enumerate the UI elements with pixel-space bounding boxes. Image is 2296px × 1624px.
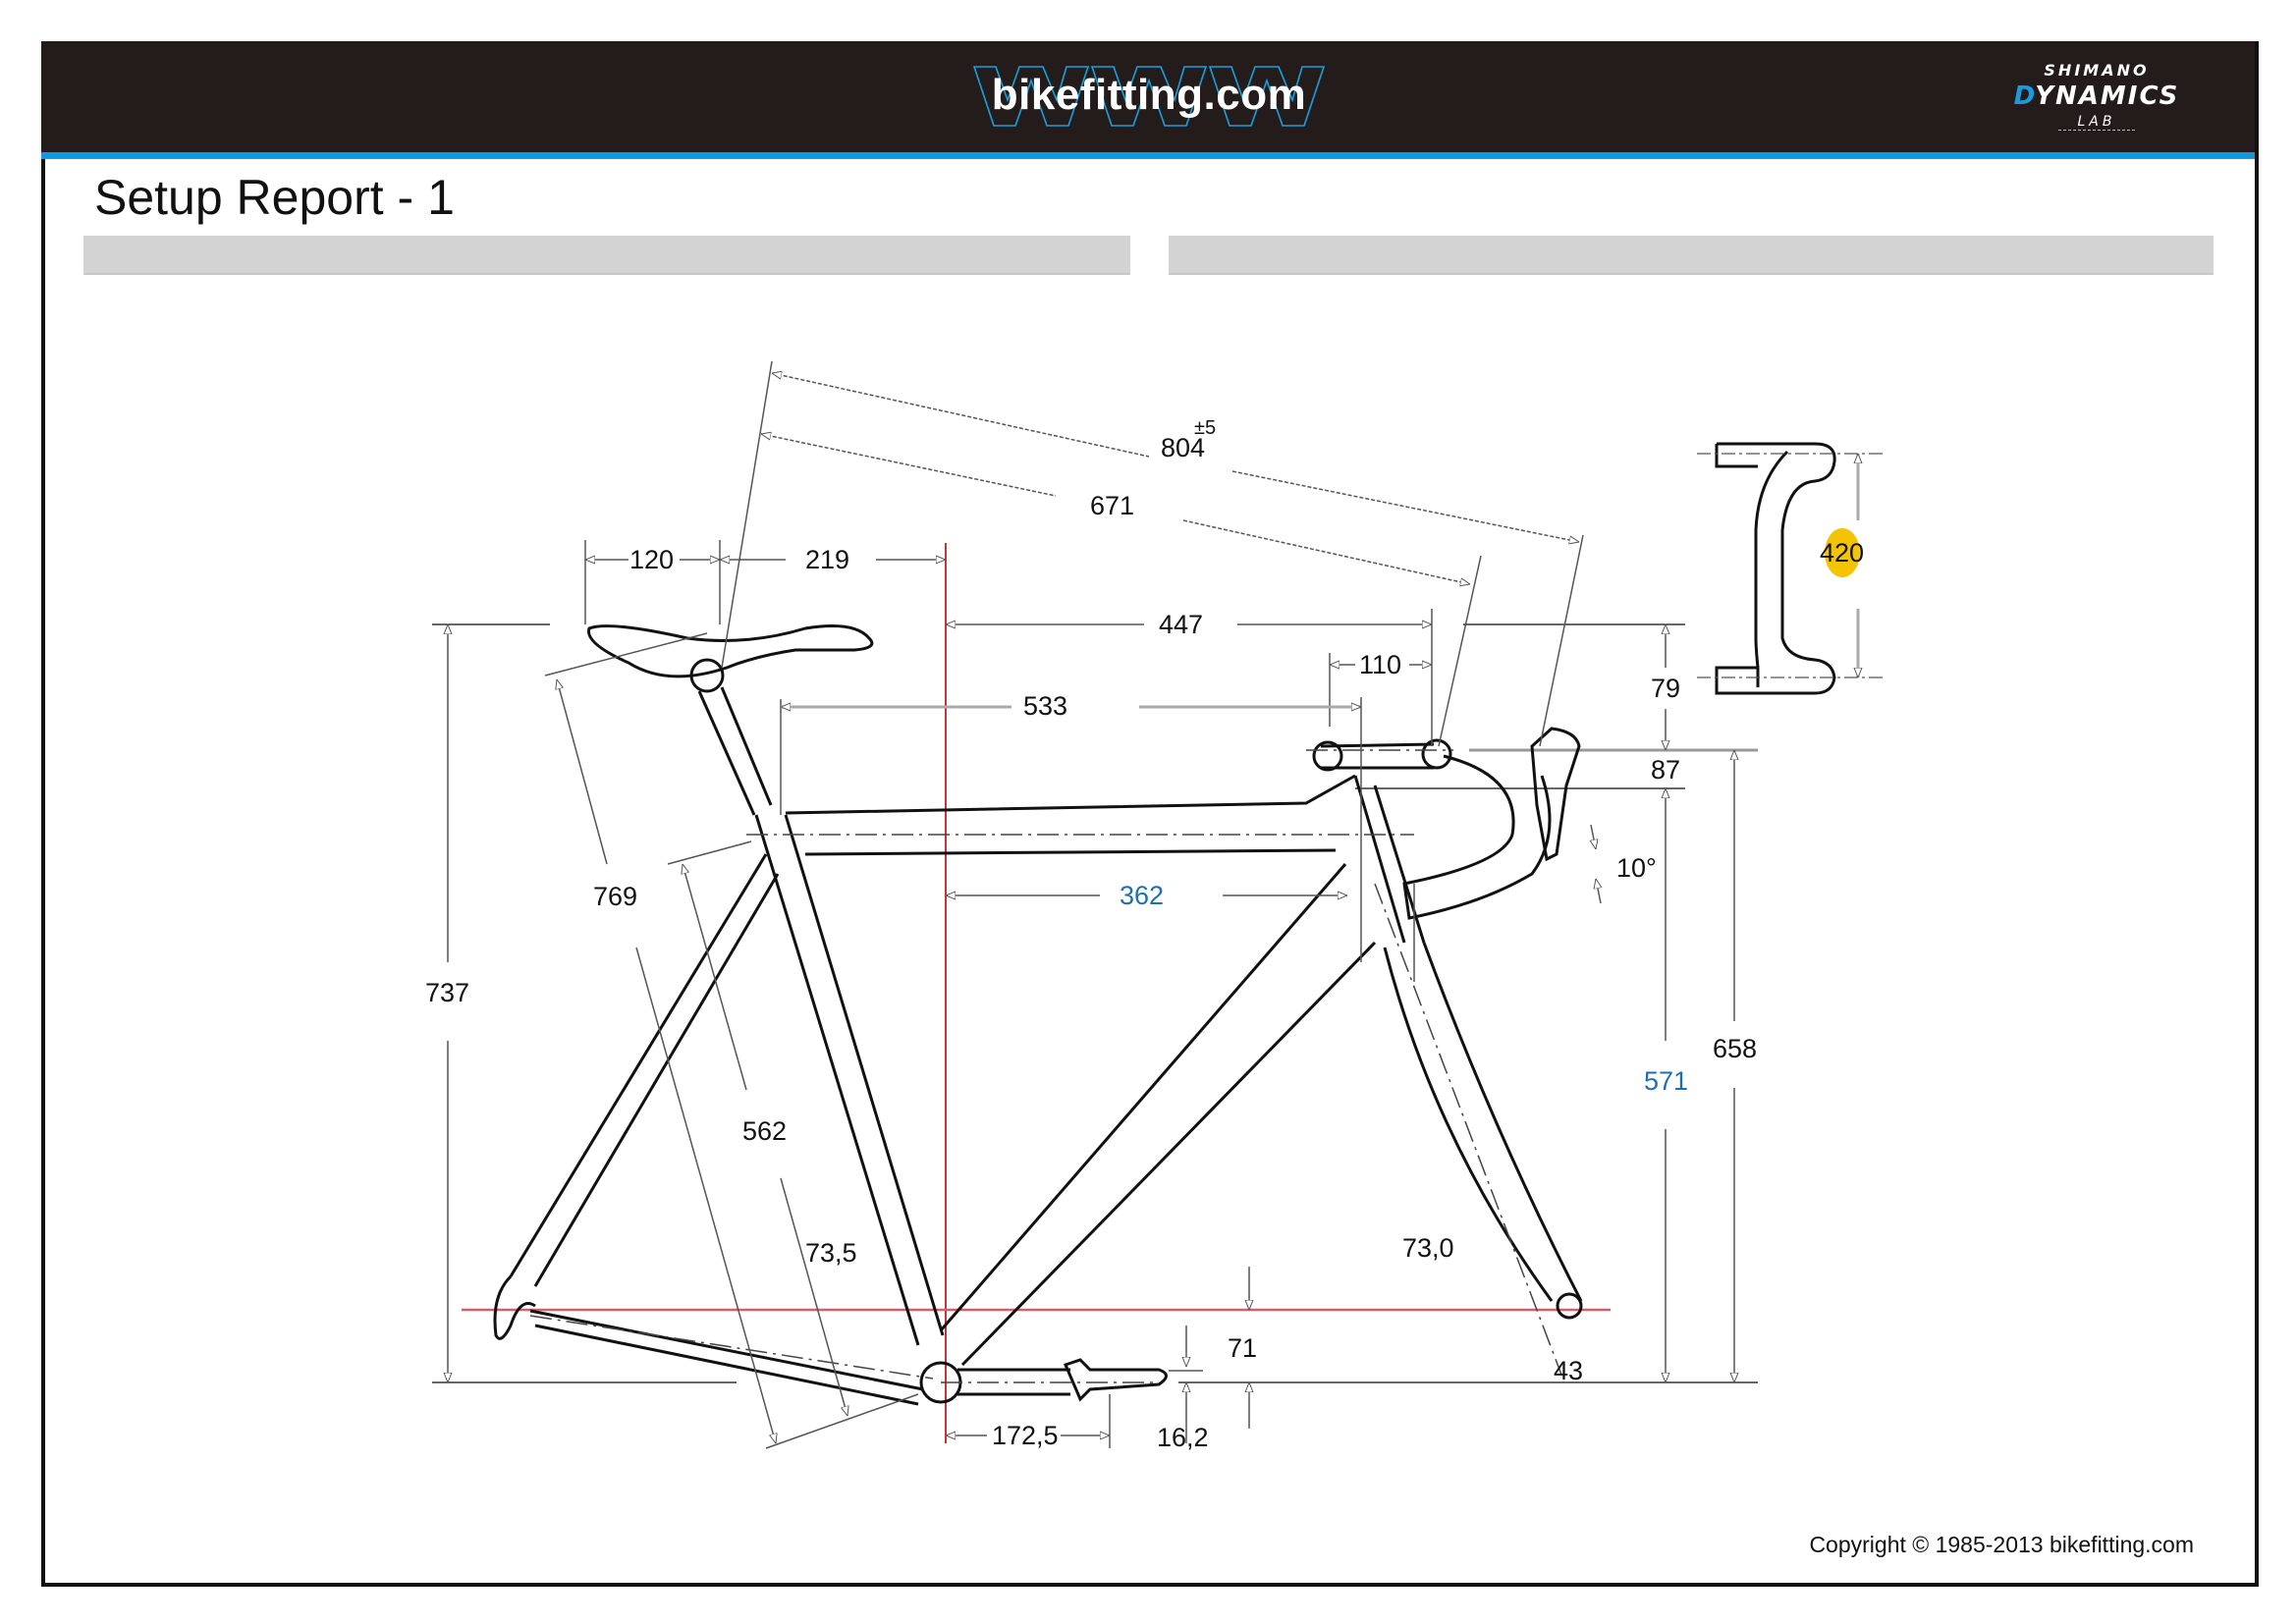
handlebar-drop <box>1402 754 1552 920</box>
dim-10-degrees: 10° <box>1616 853 1657 883</box>
dimension-labels: 804 ±5 671 120 219 447 110 533 79 87 10°… <box>425 417 1864 1452</box>
top-tube-lower <box>804 848 1337 856</box>
dimension-lines <box>448 360 1734 1449</box>
seat-stay <box>509 853 780 1287</box>
bar-clamp <box>1421 738 1452 770</box>
section-header-left <box>83 236 1130 275</box>
seatpost <box>697 686 773 816</box>
page-title: Setup Report - 1 <box>94 170 455 225</box>
copyright-text: Copyright © 1985-2013 bikefitting.com <box>1809 1532 2194 1557</box>
dim-362: 362 <box>1120 881 1164 910</box>
stem-faceplate <box>1312 740 1343 772</box>
dim-562: 562 <box>742 1116 787 1146</box>
logo-line-1: SHIMANO <box>2044 61 2150 80</box>
dim-420: 420 <box>1820 538 1864 568</box>
dim-769: 769 <box>593 882 637 911</box>
dim-172-5: 172,5 <box>992 1421 1059 1450</box>
dim-804: 804 <box>1161 433 1205 462</box>
dim-571: 571 <box>1644 1066 1688 1096</box>
rear-dropout <box>493 1274 536 1340</box>
handlebar-top-view <box>1715 442 1836 695</box>
dim-533: 533 <box>1023 691 1067 721</box>
highlight-marker <box>1825 528 1860 577</box>
www-outline-icon <box>972 66 1326 127</box>
dim-43: 43 <box>1554 1356 1583 1385</box>
front-dropout <box>1556 1292 1583 1320</box>
fork <box>1383 942 1583 1302</box>
down-tube <box>939 863 1377 1367</box>
dim-804-tolerance: ±5 <box>1194 417 1216 439</box>
top-tube <box>785 774 1356 815</box>
bikefitting-logo: bikefitting.com <box>972 61 1326 130</box>
dim-658: 658 <box>1713 1034 1757 1063</box>
dim-79: 79 <box>1651 674 1680 703</box>
dim-73-5: 73,5 <box>805 1238 857 1268</box>
reference-lines <box>432 543 1758 1443</box>
dim-110: 110 <box>1359 650 1401 679</box>
dim-737: 737 <box>425 978 469 1007</box>
logo-line-3: LAB <box>2057 114 2136 131</box>
dim-671: 671 <box>1090 491 1134 520</box>
pedal <box>1063 1358 1168 1402</box>
stem <box>1320 742 1435 770</box>
header-accent-stripe <box>41 152 2255 159</box>
brake-hood <box>1530 727 1581 862</box>
dim-71: 71 <box>1228 1333 1257 1363</box>
chain-stay <box>529 1309 924 1406</box>
shimano-dynamics-lab-logo: SHIMANO DYNAMICS LAB <box>1994 61 2200 139</box>
logo-d: D <box>2013 81 2036 111</box>
crank-arm <box>957 1368 1070 1396</box>
dim-219: 219 <box>805 545 849 574</box>
section-header-right <box>1169 236 2214 275</box>
centerlines <box>529 749 1562 1383</box>
dim-73-0: 73,0 <box>1402 1233 1454 1263</box>
dim-447: 447 <box>1159 610 1203 639</box>
brand-name: bikefitting.com <box>991 71 1307 119</box>
header-bar <box>41 41 2255 152</box>
seat-clamp <box>689 658 725 693</box>
logo-line-2-rest: YNAMICS <box>2035 81 2180 111</box>
saddle <box>587 624 874 678</box>
logo-line-2: DYNAMICS <box>1994 81 2200 111</box>
seat-tube <box>754 814 945 1346</box>
dim-87: 87 <box>1651 755 1680 785</box>
dim-120: 120 <box>629 545 674 574</box>
dim-16-2: 16,2 <box>1157 1423 1209 1452</box>
bike-frame <box>493 624 1583 1406</box>
